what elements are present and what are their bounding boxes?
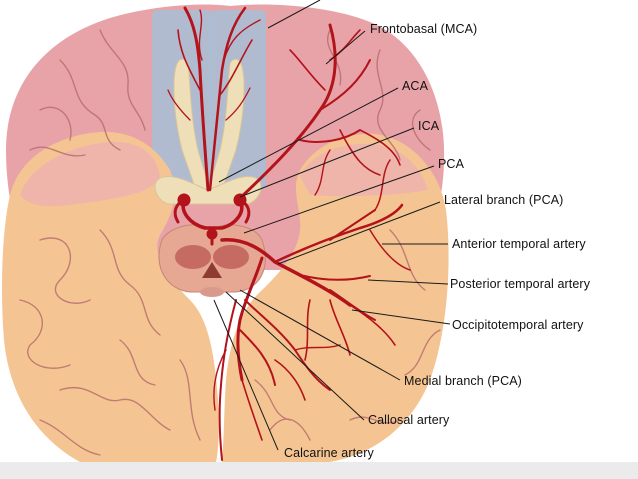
label-posterior-temporal: Posterior temporal artery [450,277,591,291]
label-pca: PCA [438,157,465,171]
splenium [200,287,224,297]
leader-posterior-temporal [367,279,449,285]
leader-calcarine [213,299,279,451]
leader-aca [218,87,399,183]
label-lateral-branch: Lateral branch (PCA) [444,193,564,207]
left-temporal-pole [20,141,160,207]
brainstem-hemisphere-right [213,245,249,269]
leader-ica [239,127,415,198]
leader-lines [213,0,451,451]
brainstem-aqueduct [202,262,222,278]
right-temporal-occipital-lobe [222,133,449,462]
left-temporal-occipital-lobe [2,131,219,462]
label-medial-branch: Medial branch (PCA) [404,374,522,388]
leader-pca [243,165,435,234]
leader-lateral-branch [277,201,441,265]
leader-medial-branch [239,289,401,381]
label-frontobasal: Frontobasal (MCA) [370,22,478,36]
leader-callosal [225,291,365,421]
label-callosal: Callosal artery [368,413,450,427]
label-ica: ICA [418,119,440,133]
label-aca: ACA [402,79,429,93]
leader-frontobasal [325,30,366,65]
label-anterior-temporal: Anterior temporal artery [452,237,586,251]
leader-occipitotemporal [351,309,451,325]
leader-top [267,0,321,29]
arteries [167,6,411,461]
brainstem-hemisphere-left [175,245,211,269]
bottom-band [0,462,638,479]
gyri-lines [19,29,441,456]
label-occipitotemporal: Occipitotemporal artery [452,318,584,332]
label-calcarine: Calcarine artery [284,446,374,460]
